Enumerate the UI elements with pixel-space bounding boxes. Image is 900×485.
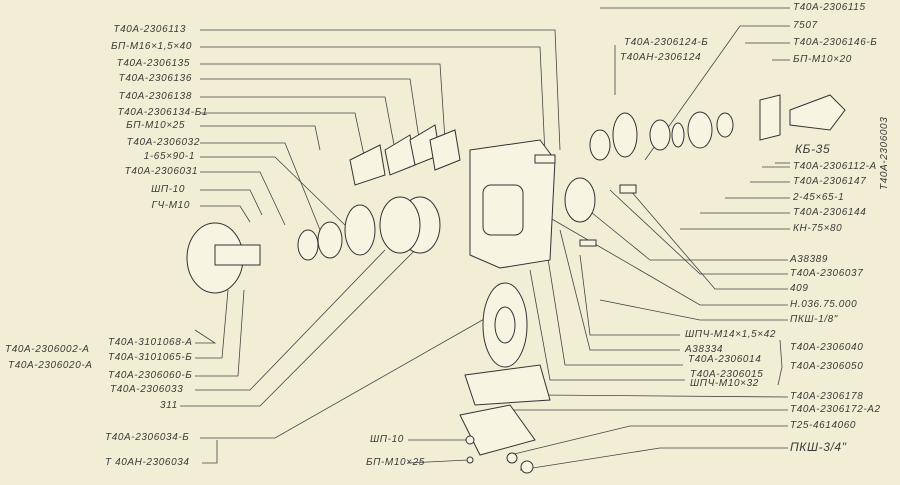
callout-label: Т40А-2306014 <box>688 354 762 365</box>
callout-label: ГЧ-М10 <box>151 200 190 211</box>
callout-label: Т40А-2306172-А2 <box>790 404 881 415</box>
assembly-label: Т40А-2306040 <box>790 342 864 353</box>
callout-label: Т40А-2306112-А <box>793 161 877 172</box>
callout-label: БП-М16×1,5×40 <box>110 41 192 52</box>
callout-label: КН-75×80 <box>793 223 843 234</box>
callout-label: ШП-10 <box>370 434 404 445</box>
leader-lines <box>180 7 790 471</box>
callout-label: Т40А-2306136 <box>118 73 192 84</box>
callout-label: 1-65×90-1 <box>143 151 195 162</box>
callout-label: Т40А-2306015 <box>690 369 764 380</box>
assembly-label: Т40А-2306002-А <box>5 344 90 355</box>
assembly-label-vertical: Т40А-2306003 <box>879 116 890 190</box>
callout-label: Т40А-2306134-Б1 <box>117 107 208 118</box>
callout-label: Т40А-2306113 <box>113 24 186 35</box>
callout-label: КБ-35 <box>795 142 831 156</box>
callout-label: Т40А-2306124-Б <box>624 37 709 48</box>
callout-label: БП-М10×25 <box>126 120 185 131</box>
callout-label: Т40А-2306060-Б <box>108 370 193 381</box>
callout-label: 409 <box>790 283 809 294</box>
assembly-label: Т40А-2306020-А <box>8 360 93 371</box>
callout-label: 311 <box>160 400 178 411</box>
callout-label: Т 40АН-2306034 <box>105 457 190 468</box>
callout-label: 7507 <box>793 20 818 31</box>
callout-label: Т40А-2306144 <box>793 207 867 218</box>
callout-label: Т40А-2306034-Б <box>105 432 190 443</box>
callout-label: Т40А-2306031 <box>124 166 198 177</box>
callout-label: Т40АН-2306124 <box>620 52 702 63</box>
callout-label: ШПЧ-М14×1,5×42 <box>685 329 777 340</box>
callout-label: Т40А-2306178 <box>790 391 864 402</box>
callout-label: Т40А-3101065-Б <box>108 352 193 363</box>
callout-label: ШПЧ-М10×32 <box>690 378 759 389</box>
callout-label: 2-45×65-1 <box>793 192 845 203</box>
callout-label: Т40А-2306147 <box>793 176 867 187</box>
callout-label: ПКШ-1/8" <box>790 314 838 325</box>
callout-label: Т40А-2306037 <box>790 268 864 279</box>
callout-label: БП-М10×25 <box>366 457 425 468</box>
callout-label: Т40А-2306146-Б <box>793 37 878 48</box>
callout-label: Т40А-2306115 <box>793 2 866 13</box>
callout-label: А38389 <box>790 254 829 265</box>
callout-label: Т40А-2306033 <box>110 384 184 395</box>
callout-label: А38334 <box>685 344 724 355</box>
callout-label: БП-М10×20 <box>793 54 852 65</box>
callout-label: Н.036.75.000 <box>790 299 858 310</box>
callout-label: Т40А-2306032 <box>126 137 200 148</box>
parts <box>186 94 846 474</box>
callout-label: ПКШ-3/4" <box>790 440 847 454</box>
callout-label: Т40А-2306135 <box>116 58 190 69</box>
assembly-label: Т40А-2306050 <box>790 361 864 372</box>
callout-label: Т25-4614060 <box>790 420 857 431</box>
callout-label: Т40А-2306138 <box>118 91 192 102</box>
callout-label: Т40А-3101068-А <box>108 337 193 348</box>
callout-label: ШП-10 <box>151 184 185 195</box>
